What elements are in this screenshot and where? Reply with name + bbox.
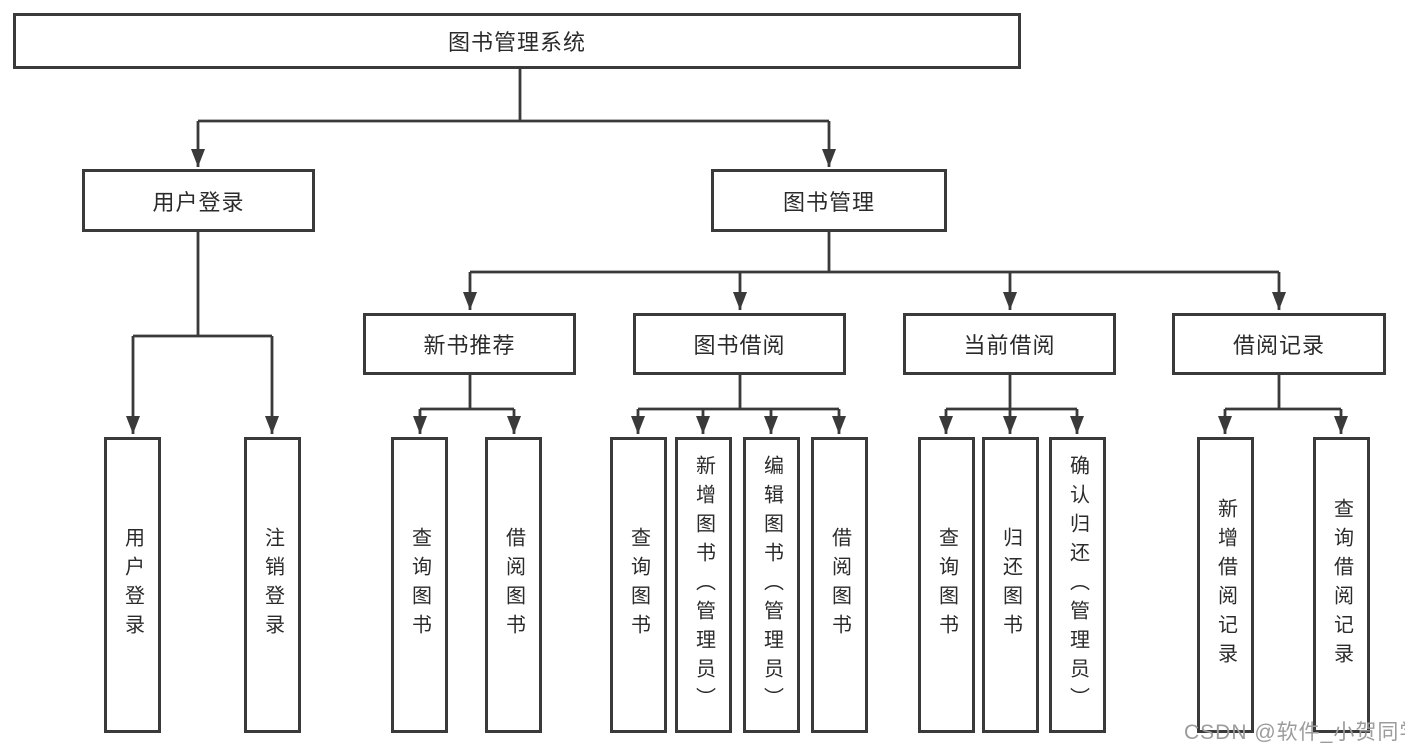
- leaf-query-books-current: 查询图书: [918, 437, 975, 733]
- node-label: 确认归还（管理员）: [1066, 454, 1089, 716]
- leaf-confirm-return-admin: 确认归还（管理员）: [1049, 437, 1106, 733]
- leaf-borrow-books-borrowing: 借阅图书: [811, 437, 868, 733]
- node-label: 借阅记录: [1232, 333, 1325, 358]
- node-borrowing-records: 借阅记录: [1172, 313, 1386, 375]
- node-library-management-system: 图书管理系统: [13, 13, 1021, 69]
- node-label: 查询图书: [627, 527, 650, 643]
- node-label: 新增借阅记录: [1214, 498, 1237, 672]
- leaf-add-books-admin: 新增图书（管理员）: [675, 437, 732, 733]
- leaf-query-borrow-record: 查询借阅记录: [1313, 437, 1370, 733]
- node-label: 图书管理: [782, 189, 875, 215]
- node-label: 图书管理系统: [447, 30, 586, 55]
- node-label: 用户登录: [152, 189, 245, 215]
- leaf-query-books-recommend: 查询图书: [391, 437, 448, 733]
- node-label: 查询借阅记录: [1330, 498, 1353, 672]
- leaf-return-books: 归还图书: [982, 437, 1039, 733]
- connector-book-borrowing-children: [631, 375, 846, 434]
- node-book-management: 图书管理: [711, 169, 947, 232]
- node-new-book-recommendation: 新书推荐: [363, 313, 576, 375]
- node-current-borrowing: 当前借阅: [903, 313, 1116, 375]
- node-label: 查询图书: [408, 527, 431, 643]
- connector-user-login-children: [126, 232, 279, 434]
- leaf-add-borrow-record: 新增借阅记录: [1197, 437, 1254, 733]
- node-label: 注销登录: [261, 527, 284, 643]
- node-label: 当前借阅: [963, 333, 1056, 358]
- node-label: 查询图书: [935, 527, 958, 643]
- node-label: 用户登录: [121, 527, 144, 643]
- node-label: 归还图书: [999, 527, 1022, 643]
- leaf-borrow-books-recommend: 借阅图书: [485, 437, 542, 733]
- node-label: 借阅图书: [502, 527, 525, 643]
- connector-new-book-recommendation-children: [413, 375, 521, 434]
- leaf-edit-books-admin: 编辑图书（管理员）: [743, 437, 800, 733]
- node-book-borrowing: 图书借阅: [633, 313, 846, 375]
- node-label: 借阅图书: [828, 527, 851, 643]
- connector-current-borrowing-children: [939, 375, 1084, 434]
- node-label: 新增图书（管理员）: [692, 454, 715, 716]
- connector-borrowing-records-children: [1218, 375, 1348, 434]
- csdn-watermark: CSDN @软件_小贺同学: [1184, 721, 1405, 744]
- connector-book-management-children: [463, 232, 1286, 310]
- node-label: 图书借阅: [693, 333, 786, 358]
- connector-root-to-level2: [191, 69, 836, 167]
- leaf-user-login: 用户登录: [104, 437, 161, 733]
- node-label: 编辑图书（管理员）: [760, 454, 783, 716]
- node-label: 新书推荐: [423, 333, 516, 358]
- leaf-logout: 注销登录: [244, 437, 301, 733]
- node-user-login: 用户登录: [82, 169, 315, 232]
- leaf-query-books-borrowing: 查询图书: [610, 437, 667, 733]
